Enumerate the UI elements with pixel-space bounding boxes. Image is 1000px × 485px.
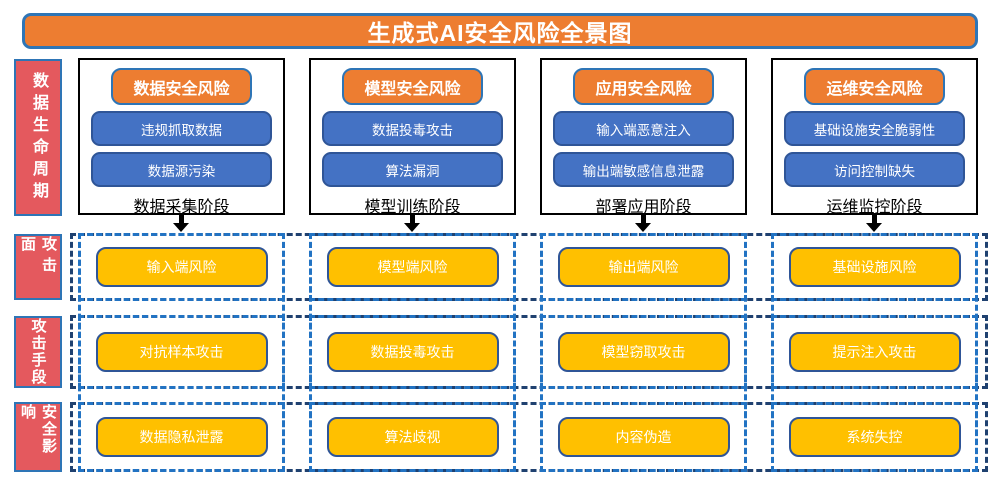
matrix-cell: 基础设施风险	[771, 233, 978, 301]
attack-methods-row-outline	[70, 315, 988, 389]
matrix-cell: 内容伪造	[540, 402, 747, 472]
risk-item: 输入端恶意注入	[553, 111, 734, 146]
risk-category-header: 数据安全风险	[110, 68, 253, 105]
risk-item: 数据源污染	[91, 152, 272, 187]
matrix-cell: 数据隐私泄露	[78, 402, 285, 472]
risk-category-header: 模型安全风险	[341, 68, 484, 105]
page-title: 生成式AI安全风险全景图	[22, 13, 978, 49]
matrix-cell: 输入端风险	[78, 233, 285, 301]
row-label-attack-surface: 攻击面	[14, 234, 62, 300]
down-arrow-icon	[866, 215, 882, 232]
matrix-cell: 提示注入攻击	[771, 315, 978, 389]
security-impact-chip: 数据隐私泄露	[95, 417, 268, 457]
stage-name: 数据采集阶段	[133, 199, 230, 216]
stage-name: 模型训练阶段	[364, 199, 461, 216]
down-arrow-icon	[173, 215, 189, 232]
risk-category-header: 运维安全风险	[803, 68, 946, 105]
risk-item: 输出端敏感信息泄露	[553, 152, 734, 187]
row-label-attack-methods: 攻击手段	[14, 316, 62, 388]
security-impact-chip: 系统失控	[788, 417, 961, 457]
attack-method-chip: 对抗样本攻击	[95, 332, 268, 372]
lifecycle-column-operations: 运维安全风险 基础设施安全脆弱性 访问控制缺失 运维监控阶段	[771, 58, 978, 216]
risk-item: 算法漏洞	[322, 152, 503, 187]
attack-method-chip: 提示注入攻击	[788, 332, 961, 372]
attack-method-chip: 数据投毒攻击	[326, 332, 499, 372]
attack-method-chip: 模型窃取攻击	[557, 332, 730, 372]
security-impact-chip: 内容伪造	[557, 417, 730, 457]
risk-item: 访问控制缺失	[784, 152, 965, 187]
risk-category-header: 应用安全风险	[572, 68, 715, 105]
matrix-cell: 输出端风险	[540, 233, 747, 301]
attack-surface-chip: 输入端风险	[95, 247, 268, 287]
risk-item: 违规抓取数据	[91, 111, 272, 146]
matrix-cell: 模型端风险	[309, 233, 516, 301]
matrix-cell: 数据投毒攻击	[309, 315, 516, 389]
row-label-security-impact: 安全影响	[14, 402, 62, 472]
lifecycle-column-data: 数据安全风险 违规抓取数据 数据源污染 数据采集阶段	[78, 58, 285, 216]
security-impact-row-outline	[70, 402, 988, 472]
stage-name: 部署应用阶段	[595, 199, 692, 216]
security-impact-chip: 算法歧视	[326, 417, 499, 457]
down-arrow-icon	[635, 215, 651, 232]
attack-surface-chip: 模型端风险	[326, 247, 499, 287]
lifecycle-column-application: 应用安全风险 输入端恶意注入 输出端敏感信息泄露 部署应用阶段	[540, 58, 747, 216]
matrix-cell: 模型窃取攻击	[540, 315, 747, 389]
risk-item: 数据投毒攻击	[322, 111, 503, 146]
lifecycle-column-model: 模型安全风险 数据投毒攻击 算法漏洞 模型训练阶段	[309, 58, 516, 216]
row-label-data-lifecycle: 数据生命周期	[14, 59, 62, 216]
matrix-cell: 系统失控	[771, 402, 978, 472]
risk-item: 基础设施安全脆弱性	[784, 111, 965, 146]
matrix-cell: 对抗样本攻击	[78, 315, 285, 389]
attack-surface-row-outline	[70, 233, 988, 301]
stage-name: 运维监控阶段	[826, 199, 923, 216]
matrix-cell: 算法歧视	[309, 402, 516, 472]
attack-surface-chip: 输出端风险	[557, 247, 730, 287]
down-arrow-icon	[404, 215, 420, 232]
attack-surface-chip: 基础设施风险	[788, 247, 961, 287]
